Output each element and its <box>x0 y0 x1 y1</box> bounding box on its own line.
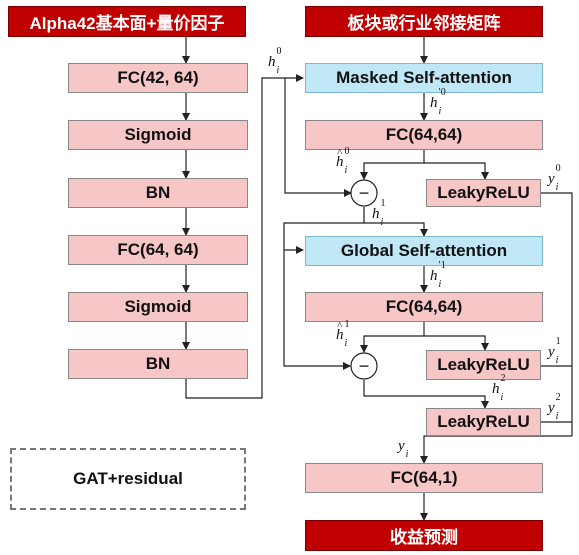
bn-block: BN <box>68 178 248 208</box>
global-self-attention-block: Global Self-attention <box>305 236 543 266</box>
fc-64-64-block: FC(64,64) <box>305 120 543 150</box>
leakyrelu-block: LeakyReLU <box>426 350 541 380</box>
footer-prediction: 收益预测 <box>305 520 543 551</box>
label-hat-symbol: ^ <box>337 147 342 159</box>
minus-symbol: − <box>358 355 370 376</box>
masked-self-attention-block: Masked Self-attention <box>305 63 543 93</box>
sigmoid-block: Sigmoid <box>68 292 248 322</box>
leakyrelu-block: LeakyReLU <box>426 408 541 436</box>
fc-42-64-block: FC(42, 64) <box>68 63 248 93</box>
right-header: 板块或行业邻接矩阵 <box>305 6 543 37</box>
left-header: Alpha42基本面+量价因子 <box>8 6 246 37</box>
bn-block: BN <box>68 349 248 379</box>
leakyrelu-block: LeakyReLU <box>426 179 541 207</box>
minus-symbol: − <box>358 182 370 203</box>
label-hat-symbol: ^ <box>337 320 342 332</box>
sigmoid-block: Sigmoid <box>68 120 248 150</box>
gat-residual-legend: GAT+residual <box>10 448 246 510</box>
fc-64-64-block: FC(64, 64) <box>68 235 248 265</box>
fc-64-1-block: FC(64,1) <box>305 463 543 493</box>
fc-64-64-block: FC(64,64) <box>305 292 543 322</box>
